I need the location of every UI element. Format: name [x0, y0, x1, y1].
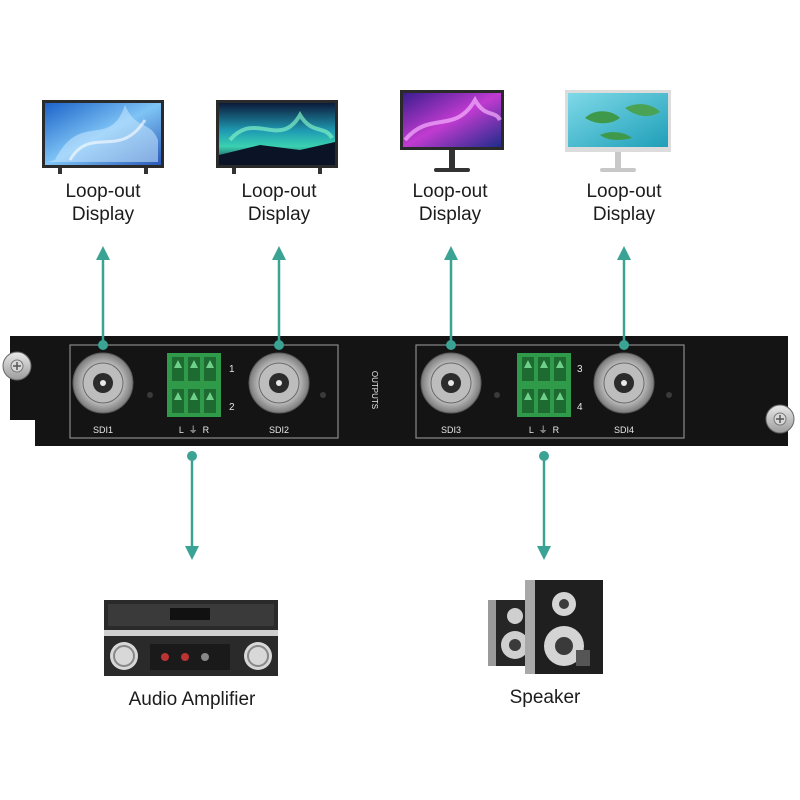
display-label-line1: Loop-out [586, 181, 662, 202]
port-label-sdi2: SDI2 [269, 425, 289, 435]
port-label-sdi3: SDI3 [441, 425, 461, 435]
display-3-icon [400, 90, 504, 172]
speaker-label: Speaker [509, 687, 581, 708]
thumb-screw-left-icon[interactable] [2, 351, 32, 381]
display-label-line2: Display [418, 204, 482, 225]
display-label-4: Loop-out Display [561, 180, 687, 226]
display-label-3: Loop-out Display [387, 180, 513, 226]
terminal-block-left[interactable] [167, 353, 221, 417]
led-indicator [320, 392, 326, 398]
thumb-screw-right-icon[interactable] [765, 404, 795, 434]
display-2-icon [216, 100, 338, 174]
bnc-connector-sdi3[interactable] [420, 352, 482, 414]
port-label-sdi1: SDI1 [93, 425, 113, 435]
outputs-side-label: OUTPUTS [370, 371, 379, 409]
terminal-legend-left: L ⏚ R [179, 425, 210, 435]
channel-label-1: 1 [229, 364, 235, 375]
channel-label-2: 2 [229, 402, 235, 413]
amplifier-icon [104, 600, 278, 676]
channel-label-4: 4 [577, 402, 583, 413]
display-label-1: Loop-out Display [40, 180, 166, 226]
terminal-legend-right: L ⏚ R [529, 425, 560, 435]
led-indicator [494, 392, 500, 398]
display-label-2: Loop-out Display [216, 180, 342, 226]
bnc-connector-sdi2[interactable] [248, 352, 310, 414]
display-label-line2: Display [71, 204, 135, 225]
bnc-connector-sdi1[interactable] [72, 352, 134, 414]
led-indicator [147, 392, 153, 398]
led-indicator [666, 392, 672, 398]
display-label-line2: Display [592, 204, 656, 225]
amplifier-label: Audio Amplifier [128, 689, 256, 710]
terminal-block-right[interactable] [517, 353, 571, 417]
bnc-connector-sdi4[interactable] [593, 352, 655, 414]
connection-arrows [96, 246, 631, 560]
display-1-icon [42, 100, 164, 174]
display-label-line1: Loop-out [412, 181, 488, 202]
display-label-line1: Loop-out [65, 181, 141, 202]
speaker-icon [488, 580, 603, 674]
display-label-line1: Loop-out [241, 181, 317, 202]
port-label-sdi4: SDI4 [614, 425, 634, 435]
display-label-line2: Display [247, 204, 311, 225]
channel-label-3: 3 [577, 364, 583, 375]
display-4-icon [565, 90, 671, 172]
